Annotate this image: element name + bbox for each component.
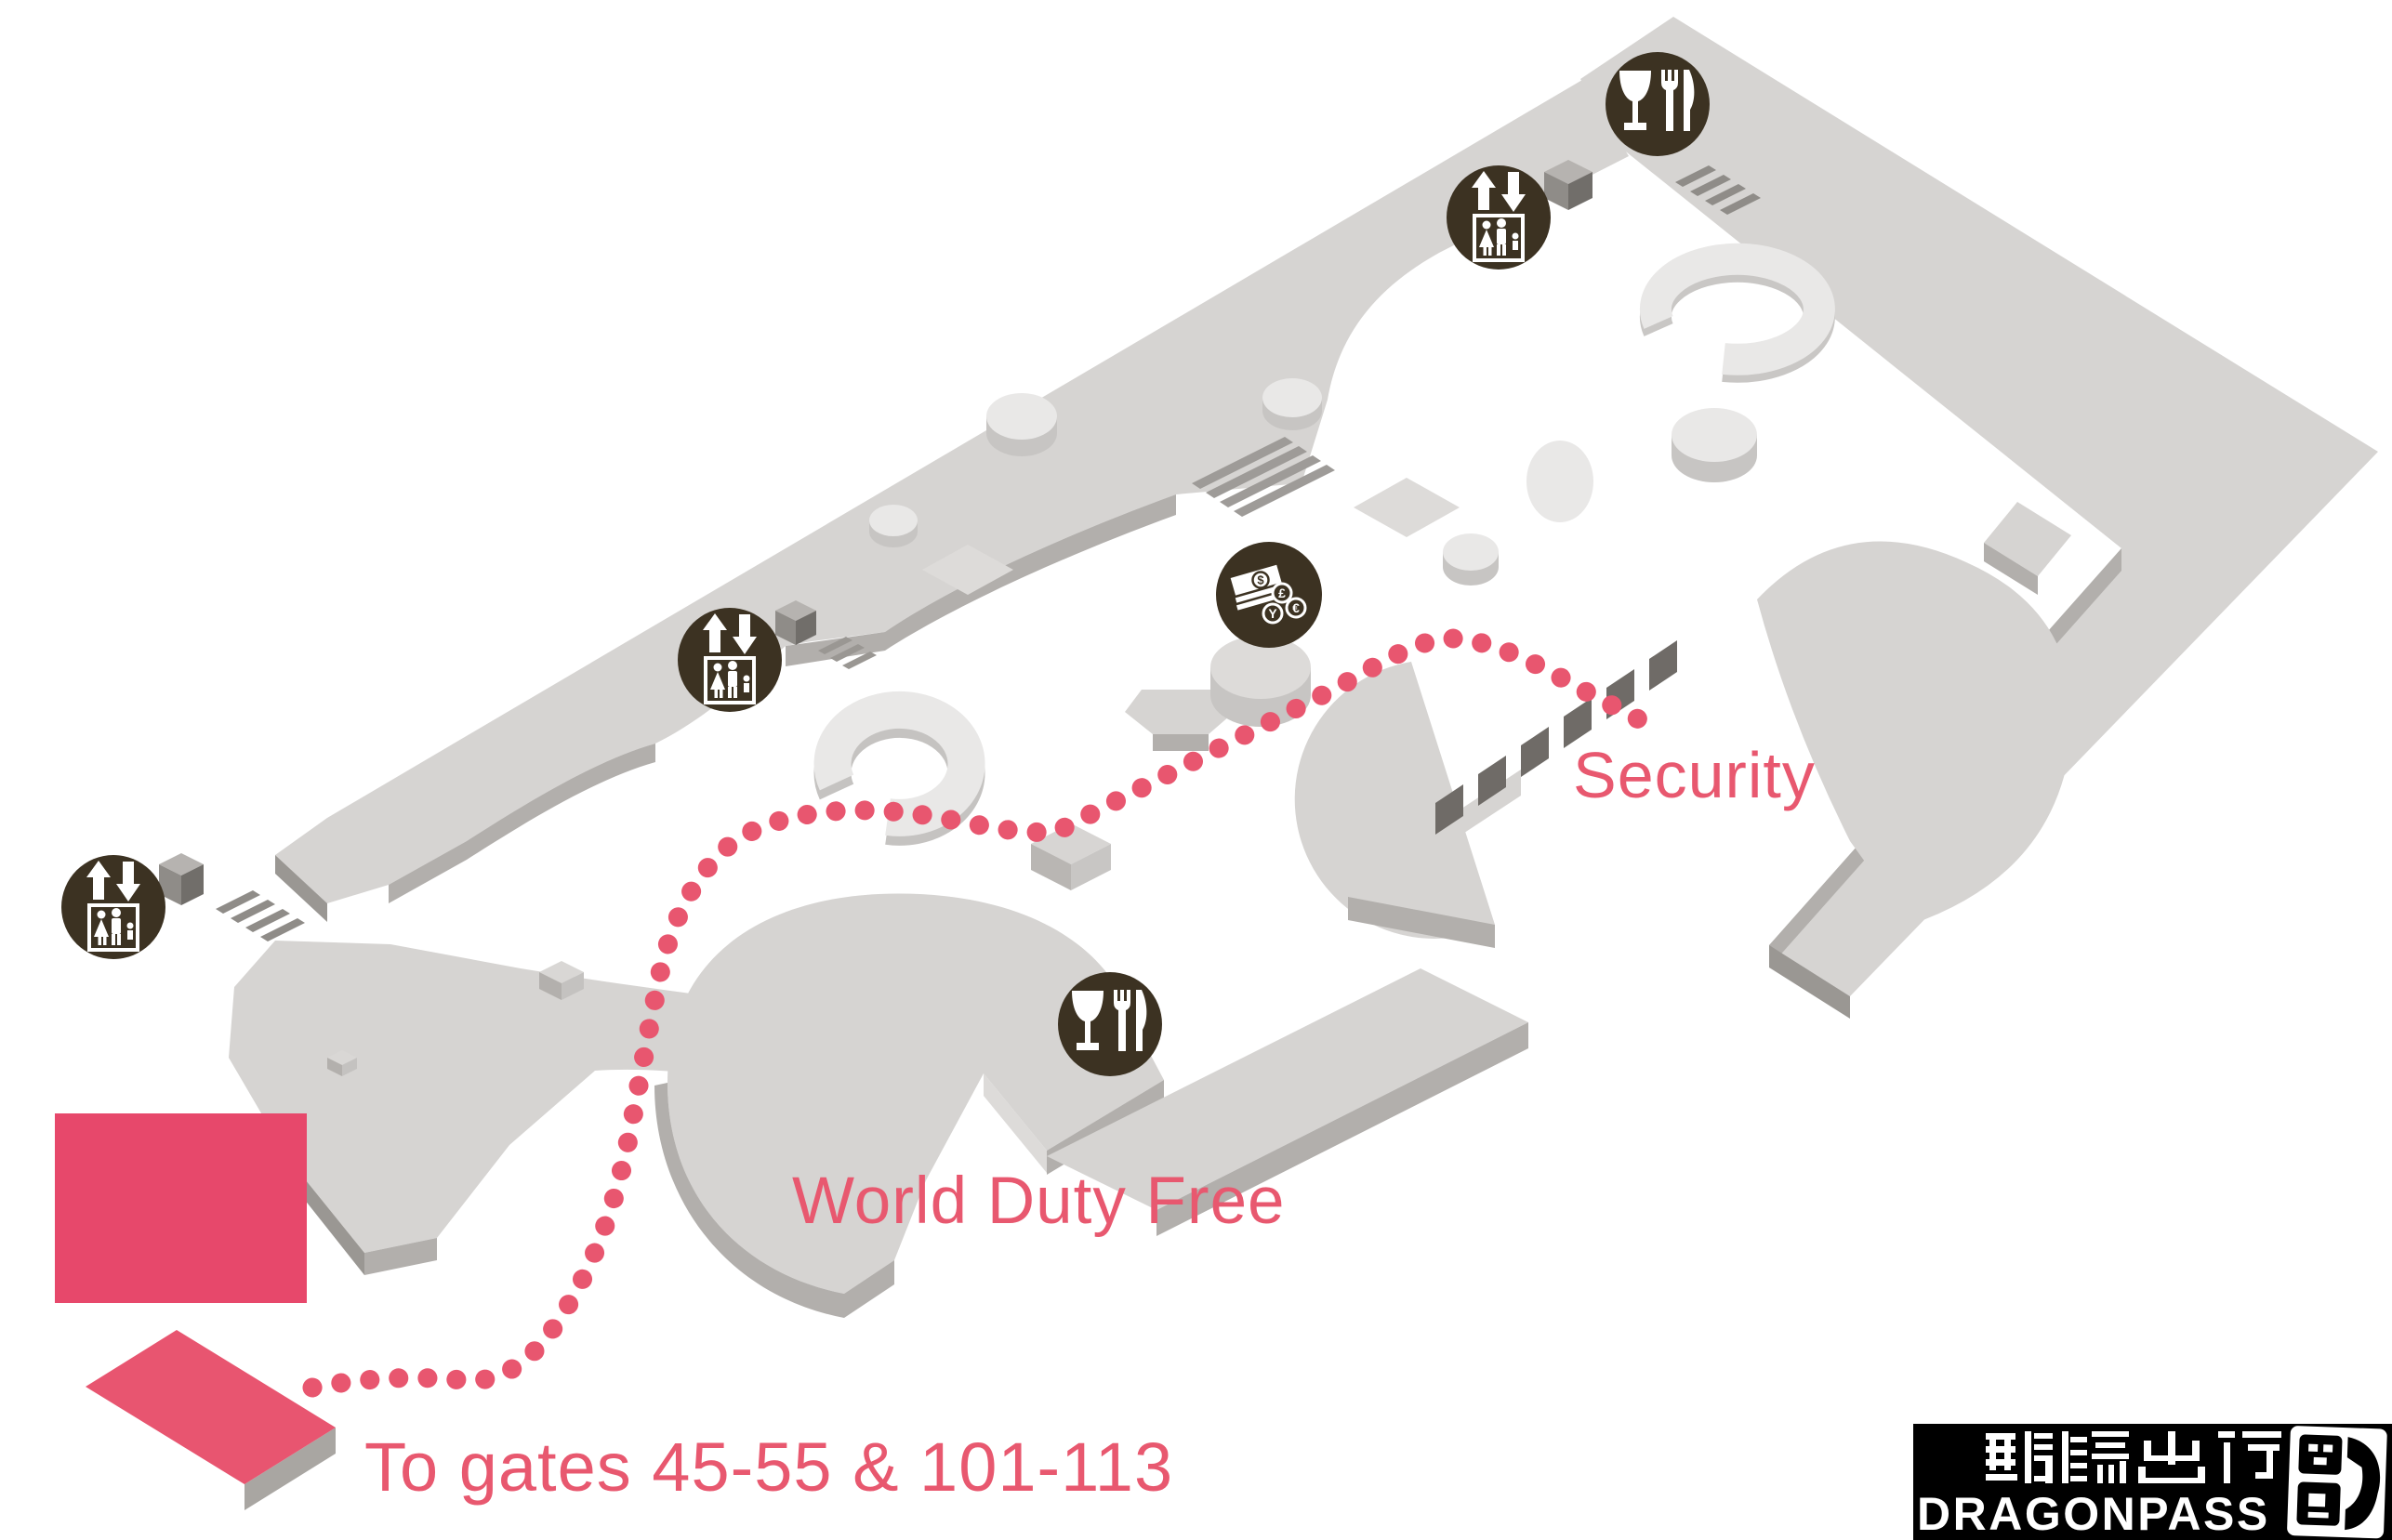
flat-diamond-a (1354, 478, 1460, 537)
lift-shaft-block-middle (775, 600, 816, 645)
flat-diamond-b (922, 545, 1013, 595)
block-light (1031, 823, 1111, 890)
stairs-main (1192, 437, 1335, 517)
gates-ramp (86, 1330, 336, 1510)
curved-hall-fan (1294, 662, 1495, 939)
duty-free-side-b (844, 1260, 894, 1318)
stairs-top (1675, 165, 1761, 215)
block-tiny (327, 1050, 357, 1076)
logo-stamp-icon (2287, 1426, 2387, 1539)
upper-concourse-floor (275, 80, 1629, 903)
logo-cjk-text: 龍騰出行 (1986, 1428, 2209, 1490)
small-plate-side (1153, 734, 1209, 751)
east-wall-end-side (1769, 945, 1850, 1019)
route-dotted-path (302, 628, 1667, 1398)
west-concourse-side-a (364, 1238, 437, 1275)
circular-kiosk-1 (813, 691, 985, 836)
southeast-walkway (1047, 968, 1528, 1210)
curved-hall-side (1348, 897, 1495, 948)
security-gates (1435, 640, 1677, 835)
dragonpass-logo: 龍騰出行 DRAGONPASS (1913, 1424, 2392, 1540)
map-labels: Security World Duty Free To gates 45-55 … (364, 739, 1816, 1506)
block-small (539, 961, 584, 1000)
currency-exchange-icon (1214, 540, 1324, 650)
security-hall-dome (1757, 541, 2072, 925)
world-duty-free-label: World Duty Free (792, 1165, 1286, 1238)
map-furniture (159, 160, 1835, 1076)
lift-icon-top (1445, 164, 1553, 271)
east-wall-corner-block-side (1984, 543, 2038, 595)
restaurant-icon-top (1606, 52, 1710, 156)
upper-concourse-side-b (389, 744, 655, 903)
lift-shaft-block-left (159, 853, 204, 905)
lift-icon-middle (676, 606, 784, 714)
east-wall-corner-block (1984, 502, 2071, 576)
duty-free-floor (667, 893, 1164, 1294)
security-label: Security (1573, 739, 1816, 811)
stairs-left (216, 890, 305, 941)
logo-cjk-glyphs (1986, 1431, 2281, 1483)
small-plate (1125, 690, 1236, 734)
upper-concourse-tip-side (275, 855, 327, 922)
duty-free-side-c (654, 1083, 844, 1318)
lounge-area-marker (55, 1113, 307, 1303)
lift-icon-left (59, 853, 167, 961)
restaurant-icon-center (1058, 972, 1162, 1076)
route-layer (55, 628, 1667, 1510)
lift-shaft-block-top (1544, 160, 1592, 210)
duty-free-notch-side (984, 1073, 1047, 1173)
to-gates-label: To gates 45-55 & 101-113 (364, 1428, 1173, 1506)
logo-latin-text: DRAGONPASS (1917, 1488, 2270, 1540)
southeast-walkway-side (1156, 1022, 1528, 1236)
stairs-middle-small (818, 637, 877, 669)
circular-kiosk-2 (1639, 243, 1835, 375)
column-group (869, 378, 1757, 727)
